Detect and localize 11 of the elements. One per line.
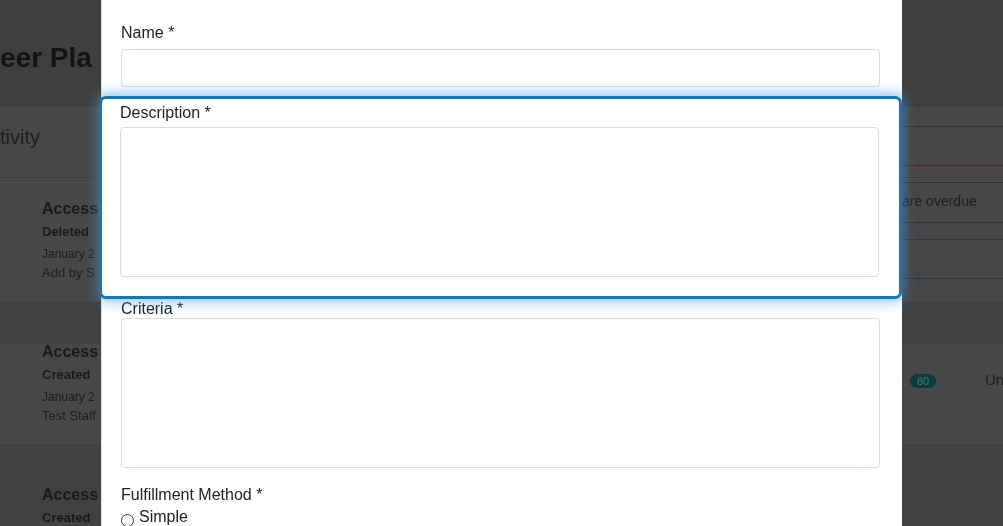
- option-label: Simple: [139, 508, 188, 526]
- text-input-field: [120, 127, 879, 277]
- modal-dialog: [101, 0, 902, 526]
- count-badge: 80: [910, 374, 937, 388]
- field-label: Name *: [121, 24, 521, 46]
- field-label: Fulfillment Method *: [121, 486, 321, 506]
- text-input-field: [121, 49, 880, 87]
- field-label: Description *: [120, 104, 211, 122]
- highlight-frame: [99, 96, 902, 299]
- field-label: Criteria *: [121, 300, 241, 320]
- text-input-field: [121, 318, 880, 468]
